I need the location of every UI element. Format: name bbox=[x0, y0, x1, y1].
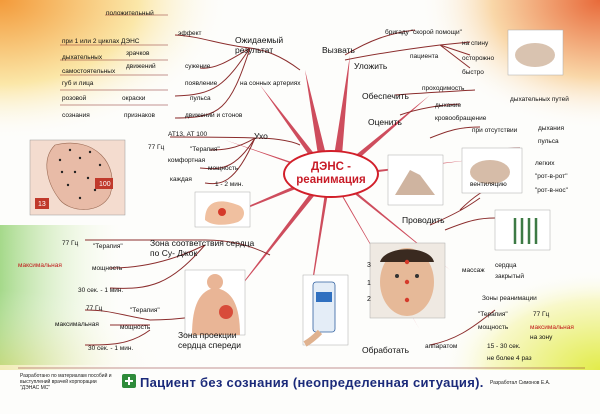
comfort-label: комфортная bbox=[168, 157, 206, 164]
closed-label: закрытый bbox=[495, 273, 525, 280]
coloring-label: окраски bbox=[122, 95, 146, 102]
power-sj-label: мощность bbox=[92, 265, 123, 272]
footer-credit-right: Разработал Симонов Е.А. bbox=[490, 380, 551, 386]
medical-cross-icon bbox=[122, 374, 136, 388]
at-label: АТ13, АТ 100 bbox=[168, 131, 208, 138]
freq-r-label: 77 Гц bbox=[533, 311, 550, 318]
circulation-label: кровообращение bbox=[435, 115, 487, 122]
footer-title: Пациент без сознания (неопределенная сит… bbox=[140, 375, 484, 390]
therapy-ear-label: "Терапия" bbox=[190, 146, 220, 153]
ventilation-label: вентиляцию bbox=[470, 181, 507, 188]
max-fr-label: максимальная bbox=[55, 321, 99, 328]
central-node: ДЭНС - реанимация bbox=[283, 150, 379, 198]
branch-call: Вызвать bbox=[322, 45, 355, 55]
time-sj-label: 30 сек. - 1 мин. bbox=[78, 287, 124, 294]
branch-assess: Оценить bbox=[368, 117, 402, 127]
appearance-label: появление bbox=[185, 80, 218, 87]
ear-point-100: 100 bbox=[99, 181, 111, 188]
effect-label: эффект bbox=[178, 30, 202, 37]
carefully-label: осторожно bbox=[462, 55, 495, 62]
branch-su-jok: Зона соответствия сердца по Су- Джок bbox=[150, 238, 255, 258]
branch-perform: Проводить bbox=[402, 215, 445, 225]
zones-label: Зоны реанимации bbox=[482, 295, 537, 302]
freq-sj-label: 77 Гц bbox=[62, 240, 79, 247]
cycles-label: при 1 или 2 циклах ДЭНС bbox=[62, 38, 140, 45]
center-line-1: ДЭНС - bbox=[310, 161, 351, 173]
pulse-label: пульса bbox=[190, 95, 211, 102]
independent-label: самостоятельных bbox=[62, 68, 116, 75]
time-ear-label: 1 - 2 мин. bbox=[215, 181, 244, 188]
time-r-label: 15 - 30 сек. bbox=[487, 343, 521, 350]
narrowing-label: сужение bbox=[185, 63, 211, 70]
power-ear-label: мощность bbox=[208, 165, 239, 172]
each-label: каждая bbox=[170, 176, 192, 183]
mouth-mouth-label: "рот-в-рот" bbox=[535, 173, 568, 180]
branch-treat: Обработать bbox=[362, 345, 410, 355]
patient-label: пациента bbox=[410, 53, 439, 60]
lungs-label: легких bbox=[535, 160, 555, 167]
therapy-sj-label: "Терапия" bbox=[93, 243, 123, 250]
device-label: аппаратом bbox=[425, 343, 458, 350]
point-3: 3 bbox=[367, 262, 371, 269]
patency-label: проходимость bbox=[422, 85, 465, 92]
absence-label: при отсутствии bbox=[472, 127, 518, 134]
consciousness-label: сознания bbox=[62, 112, 90, 119]
breath-label: дыхания bbox=[538, 125, 564, 132]
massage-label: массаж bbox=[462, 267, 485, 274]
quickly-label: быстро bbox=[462, 69, 484, 76]
carotid-label: на сонных артериях bbox=[240, 80, 301, 87]
branch-lay: Уложить bbox=[354, 61, 388, 71]
ear-point-13: 13 bbox=[38, 201, 46, 208]
power-fr-label: мощность bbox=[120, 324, 151, 331]
pink-label: розовой bbox=[62, 95, 87, 102]
therapy-r-label: "Терапия" bbox=[478, 311, 508, 318]
movements-moan-label: движений и стонов bbox=[185, 112, 243, 119]
time-fr-label: 30 сек. - 1 мин. bbox=[88, 345, 134, 352]
center-line-2: реанимация bbox=[296, 174, 366, 186]
footer-credit-left: Разработано по материалам пособий и выст… bbox=[20, 373, 112, 391]
point-1: 1 bbox=[367, 280, 371, 287]
lips-face-label: губ и лица bbox=[62, 80, 94, 87]
point-2: 2 bbox=[367, 296, 371, 303]
therapy-fr-label: "Терапия" bbox=[130, 307, 160, 314]
pulse-r-label: пульса bbox=[538, 138, 559, 145]
on-back-label: на спину bbox=[462, 40, 489, 47]
movements-label: движений bbox=[126, 63, 156, 70]
max-sj-label: максимальная bbox=[18, 262, 62, 269]
ambulance-label: бригаду "скорой помощи" bbox=[385, 29, 462, 36]
heart-label: сердца bbox=[495, 262, 517, 269]
per-zone-label: на зону bbox=[530, 334, 553, 341]
mouth-nose-label: "рот-в-нос" bbox=[535, 187, 568, 194]
limit-r-label: не более 4 раз bbox=[487, 355, 532, 362]
breathing-label: дыхательных bbox=[62, 54, 103, 61]
branch-ensure: Обеспечить bbox=[362, 91, 409, 101]
airways-label: дыхательных путей bbox=[510, 96, 569, 103]
breathing-check-label: дыхание bbox=[435, 102, 462, 109]
positive-label: положительный bbox=[106, 10, 154, 17]
pupils-label: зрачков bbox=[126, 50, 150, 57]
branch-front: Зона проекции сердца спереди bbox=[178, 330, 241, 350]
freq-fr-label: 77 Гц bbox=[86, 305, 103, 312]
branch-expected-result: Ожидаемый результат bbox=[235, 35, 284, 55]
max-r-label: максимальная bbox=[530, 324, 574, 331]
signs-label: признаков bbox=[124, 112, 155, 119]
freq-ear-label: 77 Гц bbox=[148, 144, 165, 151]
branch-ear: Ухо bbox=[254, 131, 268, 141]
power-r-label: мощность bbox=[478, 324, 509, 331]
